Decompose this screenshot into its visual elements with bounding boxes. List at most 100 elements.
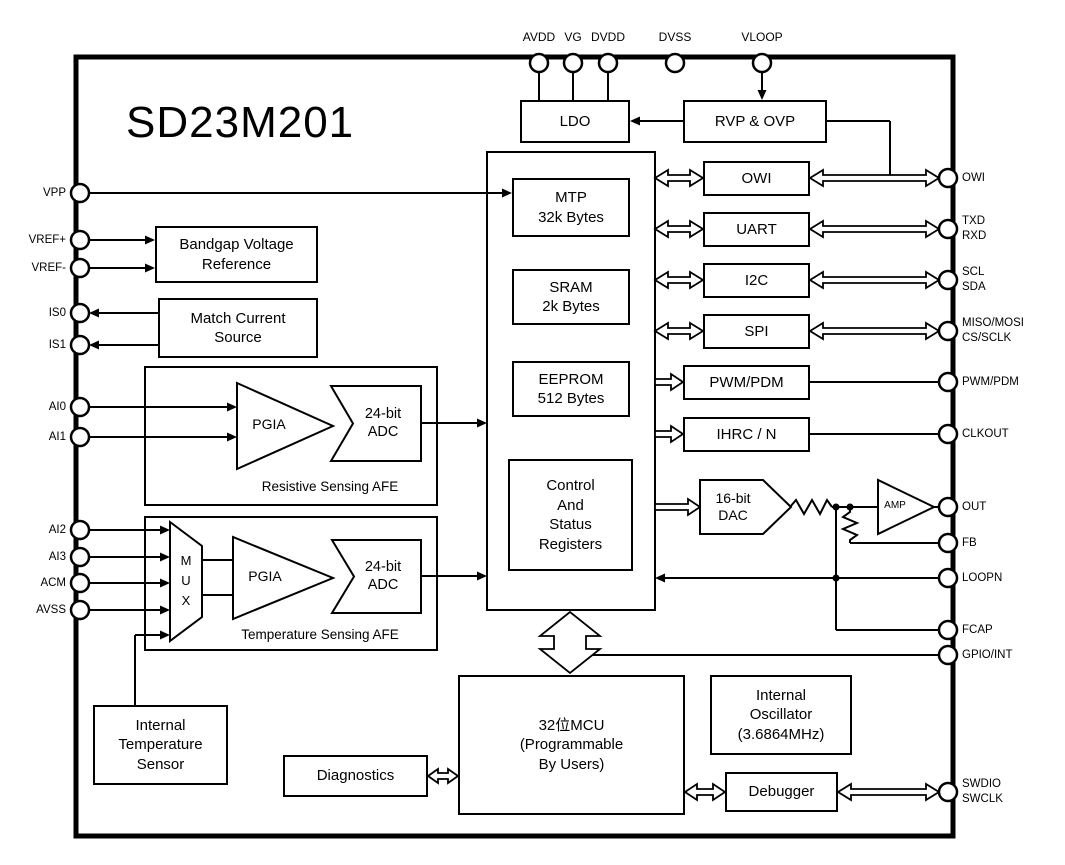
pin-label-clkout: CLKOUT [962, 427, 1009, 440]
pin-dvss [664, 52, 686, 74]
pin-label-loopn: LOOPN [962, 571, 1003, 584]
pgia-resistive-shape [236, 381, 336, 471]
pin-ai3 [69, 546, 91, 568]
pin-label-dvdd: DVDD [590, 29, 625, 44]
arrow-bus-pwm [654, 372, 685, 392]
pin-label-ai2: AI2 [48, 523, 66, 536]
resistor-series [789, 497, 833, 517]
pin-label-is1: IS1 [48, 338, 66, 351]
pin-label-avdd: AVDD [522, 29, 556, 44]
chip-title: SD23M201 [126, 98, 355, 147]
pin-spi-io [937, 320, 959, 342]
pin-vg [562, 52, 584, 74]
arrow-bus-dac [654, 497, 702, 517]
arrowheads [89, 90, 767, 640]
pin-vref-plus [69, 229, 91, 251]
wires [89, 72, 939, 705]
amp-label: AMP [884, 500, 906, 512]
mux-label: M U X [180, 552, 192, 609]
block-mcu: 32位MCU (Programmable By Users) [458, 675, 685, 815]
block-match-current-source: Match Current Source [158, 298, 318, 358]
pin-label-miso-mosi: MISO/MOSI CS/SCLK [962, 317, 1024, 344]
junction-dots [832, 503, 854, 582]
pin-label-txd-rxd: TXD RXD [962, 215, 987, 242]
block-diagnostics: Diagnostics [283, 755, 428, 797]
pgia-resistive-label: PGIA [252, 416, 286, 433]
pin-is1 [69, 334, 91, 356]
adc-resistive-label: 24-bit ADC [364, 405, 402, 440]
pin-ai0 [69, 396, 91, 418]
pin-label-vref-minus: VREF- [31, 261, 67, 274]
pin-label-is0: IS0 [48, 306, 66, 319]
pin-label-ai1: AI1 [48, 430, 66, 443]
arrow-bus-mcu [537, 610, 603, 675]
block-control-status-registers: Control And Status Registers [508, 459, 633, 571]
resistive-afe-label: Resistive Sensing AFE [261, 478, 399, 494]
block-debugger: Debugger [725, 772, 838, 812]
pin-ai1 [69, 426, 91, 448]
pin-vref-minus [69, 257, 91, 279]
analog-shapes [169, 381, 937, 643]
pin-label-ai3: AI3 [48, 550, 66, 563]
block-i2c: I2C [703, 263, 810, 298]
pgia-temperature-label: PGIA [248, 568, 282, 585]
pin-label-dvss: DVSS [658, 29, 692, 44]
block-ihrc: IHRC / N [683, 417, 810, 452]
block-ldo: LDO [520, 100, 630, 143]
block-spi: SPI [703, 314, 810, 349]
dac-label: 16-bit DAC [715, 489, 751, 524]
adc-resistive-shape [329, 385, 422, 462]
block-bandgap-reference: Bandgap Voltage Reference [155, 226, 318, 283]
pin-swdio-swclk [937, 781, 959, 803]
pin-dvdd [597, 52, 619, 74]
block-eeprom: EEPROM 512 Bytes [512, 361, 630, 417]
block-mtp: MTP 32k Bytes [512, 178, 630, 237]
pin-txd-rxd [937, 218, 959, 240]
pgia-temperature-shape [232, 535, 336, 621]
pin-clkout [937, 423, 959, 445]
pin-label-avss: AVSS [36, 603, 66, 616]
block-sram: SRAM 2k Bytes [512, 269, 630, 325]
arrow-bus-ihrc [654, 424, 685, 444]
pin-label-fb: FB [962, 536, 977, 549]
temperature-afe-label: Temperature Sensing AFE [241, 626, 399, 642]
block-pwm-pdm: PWM/PDM [683, 365, 810, 400]
pin-loopn [937, 567, 959, 589]
pin-ai2 [69, 519, 91, 541]
pin-label-vpp: VPP [42, 186, 66, 199]
block-internal-temperature-sensor: Internal Temperature Sensor [93, 705, 228, 785]
pin-fcap [937, 619, 959, 641]
pin-label-owi: OWI [962, 171, 985, 184]
pin-label-ai0: AI0 [48, 400, 66, 413]
block-owi: OWI [703, 161, 810, 196]
pin-pads [69, 52, 959, 803]
adc-temperature-shape [330, 539, 422, 614]
pin-label-vloop: VLOOP [741, 29, 783, 44]
pin-avss [69, 599, 91, 621]
pin-label-pwm-pdm: PWM/PDM [962, 375, 1019, 388]
pin-pwm-pdm [937, 371, 959, 393]
pin-label-fcap: FCAP [962, 623, 993, 636]
block-uart: UART [703, 212, 810, 247]
resistor-feedback [840, 507, 860, 543]
pin-owi [937, 167, 959, 189]
amp-shape [877, 478, 937, 536]
pin-scl-sda [937, 269, 959, 291]
pin-acm [69, 572, 91, 594]
adc-temperature-label: 24-bit ADC [364, 558, 402, 593]
pin-is0 [69, 302, 91, 324]
pin-out [937, 496, 959, 518]
pin-vloop [751, 52, 773, 74]
pin-vpp [69, 182, 91, 204]
block-internal-oscillator: Internal Oscillator (3.6864MHz) [710, 675, 852, 755]
pin-label-swdio-swclk: SWDIO SWCLK [962, 778, 1003, 805]
pin-label-scl-sda: SCL SDA [962, 266, 986, 293]
dac-shape [699, 479, 793, 535]
pin-label-out: OUT [962, 500, 987, 513]
pin-avdd [528, 52, 550, 74]
pin-label-acm: ACM [40, 576, 66, 589]
mux-shape [169, 520, 203, 643]
pin-label-vg: VG [564, 29, 582, 44]
block-rvp-ovp: RVP & OVP [683, 100, 827, 143]
